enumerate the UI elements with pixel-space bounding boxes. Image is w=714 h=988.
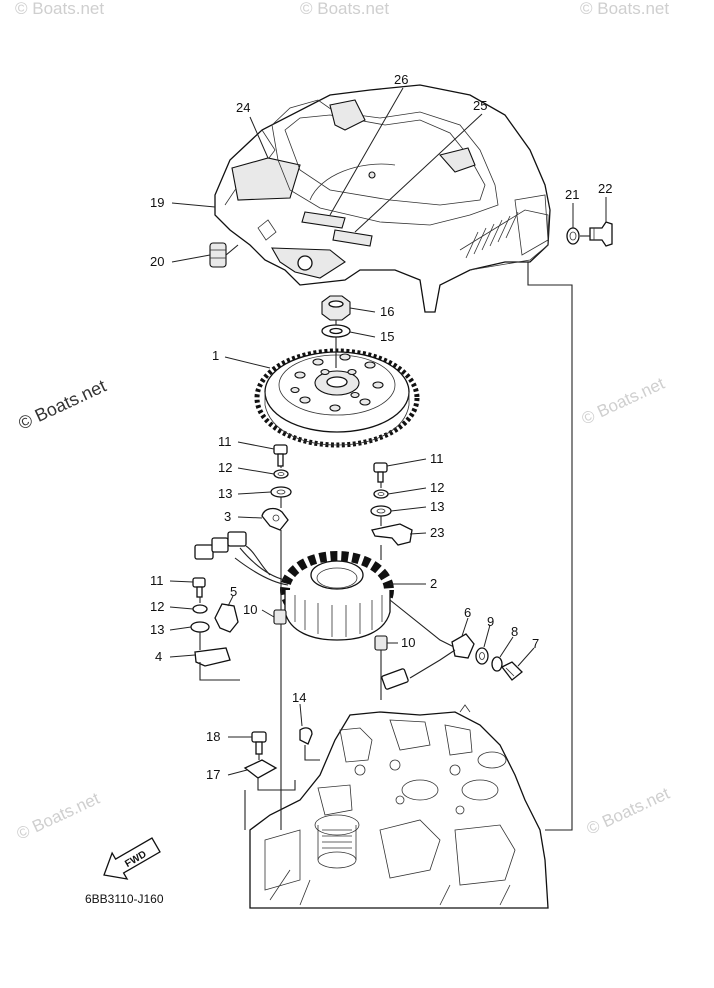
leader-lines: [169, 87, 607, 776]
callout-15: 15: [380, 329, 394, 344]
dowel-part-10-b: [374, 635, 388, 651]
callout-labels: 24 26 25 19 21 22 20 16 15 1 11 12 13 3 …: [150, 72, 612, 782]
callout-24: 24: [236, 100, 250, 115]
callout-5: 5: [230, 584, 237, 599]
washer-part-13-c: [190, 621, 210, 633]
dowel-part-10-a: [273, 609, 287, 625]
callout-13: 13: [150, 622, 164, 637]
key-part-14: [299, 727, 313, 745]
callout-3: 3: [224, 509, 231, 524]
plate-part-17: [243, 759, 278, 779]
callout-21: 21: [565, 187, 579, 202]
callout-20: 20: [150, 254, 164, 269]
callout-14: 14: [292, 690, 306, 705]
callout-23: 23: [430, 525, 444, 540]
assembly-lines: [199, 235, 590, 831]
callout-13: 13: [430, 499, 444, 514]
washer-part-12-c: [192, 604, 208, 614]
callout-4: 4: [155, 649, 162, 664]
callout-19: 19: [150, 195, 164, 210]
bracket-part-4: [194, 647, 231, 667]
bolt-part-11-a: [273, 444, 288, 467]
callout-1: 1: [212, 348, 219, 363]
bracket-part-5: [214, 603, 239, 633]
washer-part-13-a: [270, 486, 292, 498]
clamp-part-3: [261, 507, 289, 531]
bolt-part-11-b: [373, 462, 388, 483]
washer-part-12-a: [273, 469, 289, 479]
callout-12: 12: [150, 599, 164, 614]
bolt-part-18: [251, 731, 267, 755]
diagram-code: 6BB3110-J160: [85, 892, 164, 906]
callout-2: 2: [430, 576, 437, 591]
callout-10: 10: [401, 635, 415, 650]
callout-8: 8: [511, 624, 518, 639]
callout-25: 25: [473, 98, 487, 113]
callout-16: 16: [380, 304, 394, 319]
callout-22: 22: [598, 181, 612, 196]
washer-part-9: [475, 647, 489, 665]
clamp-part-23: [371, 523, 413, 546]
washer-part-12-b: [373, 489, 389, 499]
watermark: © Boats.net: [14, 789, 103, 844]
callout-11: 11: [150, 573, 164, 588]
callout-17: 17: [206, 767, 220, 782]
washer-part-8: [491, 656, 503, 672]
engine-block: [249, 704, 549, 909]
callout-26: 26: [394, 72, 408, 87]
stator-part-2: [194, 531, 461, 651]
callout-10: 10: [243, 602, 257, 617]
watermark: © Boats.net: [580, 0, 669, 18]
callout-12: 12: [218, 460, 232, 475]
bolt-part-22: [589, 221, 613, 247]
pulser-coil-part-6: [381, 633, 475, 690]
watermark: © Boats.net: [300, 0, 389, 18]
callout-6: 6: [464, 605, 471, 620]
screw-part-7: [501, 661, 523, 681]
washer-part-13-b: [370, 505, 392, 517]
bolt-part-11-c: [192, 577, 206, 598]
grommet-part-20: [209, 242, 227, 268]
callout-9: 9: [487, 614, 494, 629]
watermark: © Boats.net: [15, 0, 104, 18]
nut-part-16: [321, 295, 351, 321]
flywheel-cover: [214, 84, 551, 313]
callout-12: 12: [430, 480, 444, 495]
callout-11: 11: [430, 451, 444, 466]
watermark: © Boats.net: [584, 784, 673, 839]
callout-7: 7: [532, 636, 539, 651]
watermark-main: © Boats.net: [15, 376, 109, 434]
watermark: © Boats.net: [579, 374, 668, 429]
washer-part-15: [321, 324, 351, 338]
callout-11: 11: [218, 434, 232, 449]
collar-part-21: [566, 227, 580, 245]
fwd-arrow-icon: FWD: [103, 837, 161, 880]
callout-13: 13: [218, 486, 232, 501]
flywheel-part-1: [254, 348, 420, 448]
callout-18: 18: [206, 729, 220, 744]
